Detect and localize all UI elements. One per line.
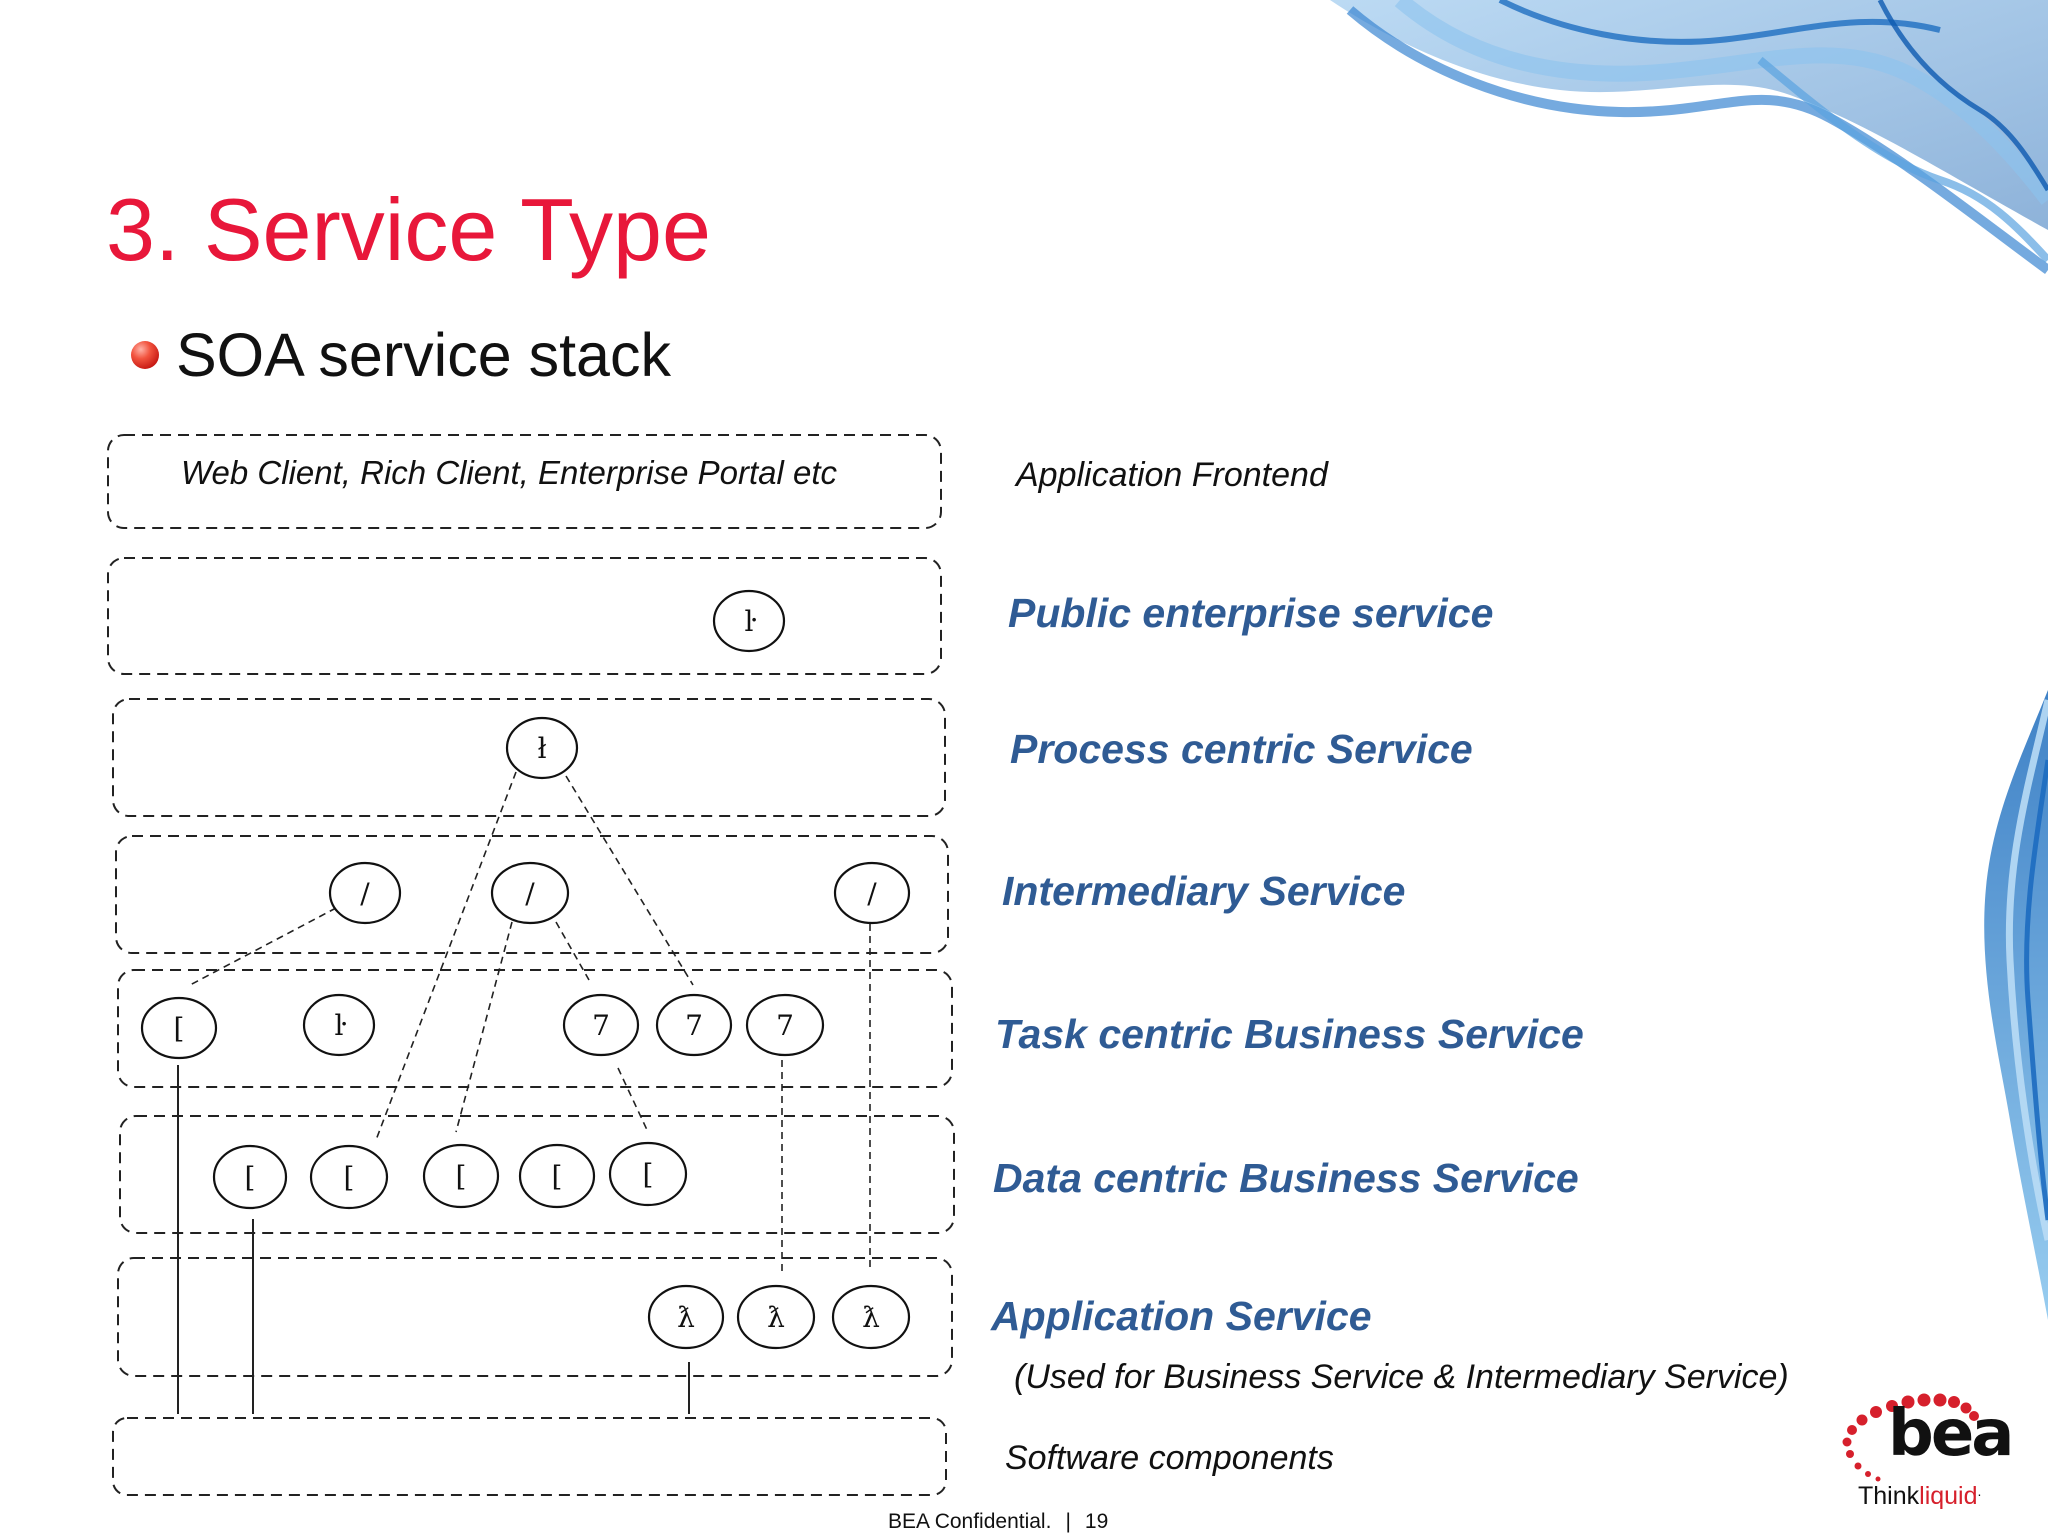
node-glyph: ƛ bbox=[767, 1301, 785, 1334]
layer-box-task bbox=[117, 969, 953, 1088]
page-number: 19 bbox=[1084, 1510, 1109, 1533]
layer-box-software bbox=[112, 1417, 947, 1496]
connector-line bbox=[617, 1067, 649, 1133]
node-glyph: ł bbox=[537, 732, 546, 765]
node-glyph: 7 bbox=[685, 1009, 703, 1042]
intermediary-service-node bbox=[833, 861, 911, 925]
bullet-text: SOA service stack bbox=[176, 321, 671, 389]
layer-label-process-centric: Process centric Service bbox=[1010, 726, 1473, 772]
data-service-node bbox=[422, 1143, 500, 1209]
node-glyph: 7 bbox=[776, 1009, 794, 1042]
layer-box-frontend bbox=[107, 434, 942, 529]
connector-line bbox=[555, 921, 590, 981]
task-service-node bbox=[655, 993, 733, 1057]
data-service-node bbox=[518, 1143, 596, 1209]
bea-logo: bea Thinkliquid. bbox=[1838, 1384, 2014, 1516]
node-glyph: [ bbox=[643, 1158, 654, 1191]
task-service-node bbox=[745, 993, 825, 1057]
footer-separator: | bbox=[1065, 1510, 1071, 1533]
data-service-node bbox=[309, 1144, 389, 1210]
node-glyph: 7 bbox=[592, 1009, 610, 1042]
application-service-note: (Used for Business Service & Intermediar… bbox=[1014, 1358, 1789, 1396]
layer-label-intermediary: Intermediary Service bbox=[1002, 868, 1406, 914]
logo-trademark: . bbox=[1977, 1483, 1982, 1499]
footer: BEA Confidential. | 19 bbox=[888, 1510, 1108, 1534]
layer-box-process bbox=[112, 698, 946, 817]
task-service-node bbox=[140, 996, 218, 1060]
data-service-node bbox=[212, 1144, 288, 1210]
logo-think: Think bbox=[1858, 1482, 1920, 1510]
node-glyph: [ bbox=[245, 1161, 256, 1194]
layer-box-data bbox=[119, 1115, 955, 1234]
application-service-node bbox=[647, 1284, 725, 1350]
slide-title: 3. Service Type bbox=[106, 180, 711, 279]
node-glyph: [ bbox=[344, 1161, 355, 1194]
layer-label-application-frontend: Application Frontend bbox=[1016, 456, 1328, 494]
node-glyph: [ bbox=[174, 1012, 185, 1045]
application-service-node bbox=[736, 1284, 816, 1350]
frontend-box-text: Web Client, Rich Client, Enterprise Port… bbox=[181, 454, 837, 491]
logo-liquid: liquid bbox=[1919, 1482, 1978, 1510]
bullet-icon bbox=[131, 341, 159, 369]
data-service-node bbox=[608, 1141, 688, 1207]
logo-word: bea bbox=[1888, 1397, 2014, 1471]
layer-label-software-components: Software components bbox=[1005, 1439, 1334, 1477]
task-service-node bbox=[562, 993, 640, 1057]
public-service-node bbox=[712, 589, 786, 653]
layer-box-application bbox=[117, 1257, 953, 1377]
process-service-node bbox=[505, 716, 579, 780]
logo-tagline: Thinkliquid. bbox=[1858, 1484, 1981, 1509]
intermediary-service-node bbox=[490, 861, 570, 925]
layer-label-application-service: Application Service bbox=[991, 1293, 1372, 1339]
intermediary-service-node bbox=[328, 861, 402, 925]
node-glyph: ƛ bbox=[677, 1301, 695, 1334]
layer-label-task-centric: Task centric Business Service bbox=[995, 1011, 1584, 1057]
layer-label-data-centric: Data centric Business Service bbox=[993, 1155, 1579, 1201]
connector-line bbox=[455, 921, 513, 1133]
node-glyph: ƛ bbox=[862, 1301, 880, 1334]
node-glyph: [ bbox=[552, 1160, 563, 1193]
node-glyph: / bbox=[867, 877, 877, 910]
layer-box-public bbox=[107, 557, 942, 675]
node-glyph: [ bbox=[456, 1160, 467, 1193]
footer-confidential: BEA Confidential. bbox=[888, 1510, 1052, 1533]
connector-line bbox=[189, 907, 337, 986]
logo-dots-icon bbox=[1842, 1393, 1979, 1482]
task-service-node bbox=[302, 993, 376, 1057]
application-service-node bbox=[831, 1284, 911, 1350]
node-glyph: / bbox=[360, 877, 370, 910]
node-glyph: / bbox=[525, 877, 535, 910]
layer-label-public-enterprise: Public enterprise service bbox=[1008, 590, 1494, 636]
connector-line bbox=[375, 771, 517, 1141]
connector-line bbox=[565, 775, 694, 986]
layer-box-intermediary bbox=[115, 835, 949, 954]
